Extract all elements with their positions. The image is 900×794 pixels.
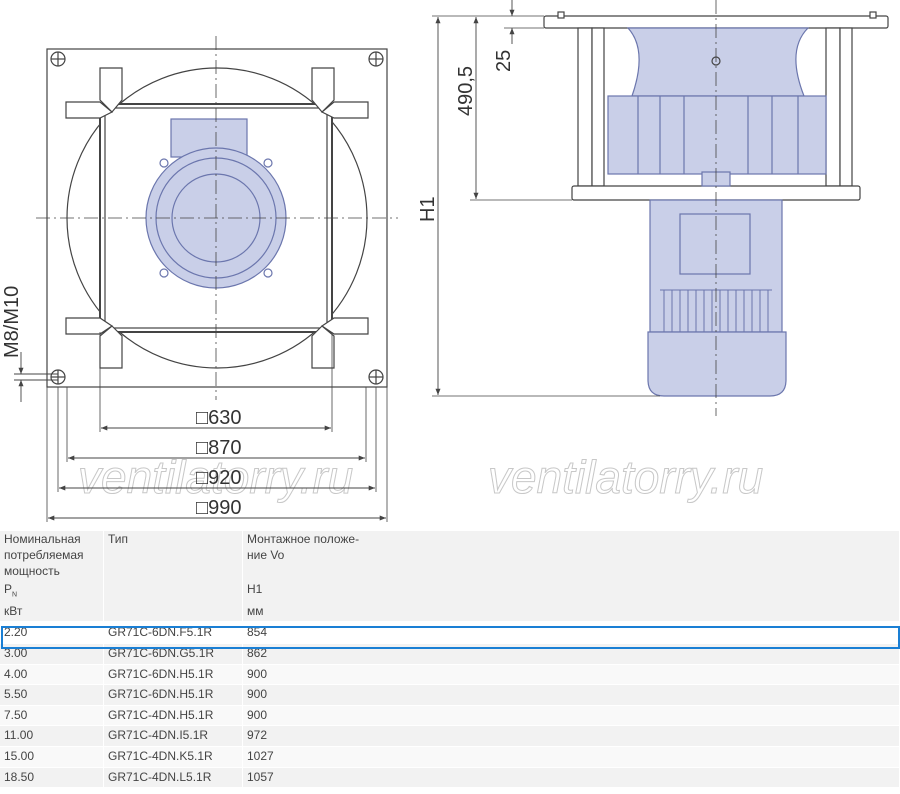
cell-type: GR71C-6DN.G5.1R xyxy=(103,643,243,665)
side-dimension-lines xyxy=(435,0,515,395)
extension-lines xyxy=(46,332,388,522)
cell-type: GR71C-4DN.I5.1R xyxy=(103,725,243,747)
cell-h1: 1027 xyxy=(242,746,900,768)
cell-h1: 1057 xyxy=(242,767,900,789)
dim-h1-label: H1 xyxy=(417,196,439,222)
header-mount: Монтажное положе-ние Vo xyxy=(242,531,900,581)
table-row[interactable]: 15.00 GR71C-4DN.K5.1R 1027 xyxy=(0,746,900,768)
table-row[interactable]: 11.00 GR71C-4DN.I5.1R 972 xyxy=(0,725,900,747)
cell-power: 15.00 xyxy=(0,746,104,768)
dim-920-label: □920 xyxy=(196,467,241,489)
header-symbol-h1: H1 xyxy=(242,581,900,604)
motor-fan-cover xyxy=(647,331,787,397)
cell-type: GR71C-4DN.H5.1R xyxy=(103,705,243,727)
dim-990-label: □990 xyxy=(196,497,241,519)
impeller xyxy=(626,27,810,97)
cell-h1: 900 xyxy=(242,705,900,727)
bolt-dim xyxy=(14,352,58,402)
right-post xyxy=(825,27,841,187)
cell-type: GR71C-6DN.H5.1R xyxy=(103,664,243,686)
technical-drawing: ventilatorry.ru ventilatorry.ru xyxy=(1,0,889,522)
header-type: Тип xyxy=(103,531,243,581)
table-row[interactable]: 2.20 GR71C-6DN.F5.1R 854 xyxy=(0,622,900,644)
table-row[interactable]: 18.50 GR71C-4DN.L5.1R 1057 xyxy=(0,767,900,789)
dim-870-label: □870 xyxy=(196,437,241,459)
dim-490-label: 490,5 xyxy=(455,66,477,116)
cell-power: 3.00 xyxy=(0,643,104,665)
cell-power: 18.50 xyxy=(0,767,104,789)
table-row[interactable]: 3.00 GR71C-6DN.G5.1R 862 xyxy=(0,643,900,665)
cell-h1: 854 xyxy=(242,622,900,644)
cell-power: 7.50 xyxy=(0,705,104,727)
cell-h1: 972 xyxy=(242,725,900,747)
table-header-symbols: PN H1 xyxy=(0,581,900,604)
cell-h1: 900 xyxy=(242,664,900,686)
spec-table: Номинальная потребляемая мощность Тип Мо… xyxy=(0,531,900,789)
cell-type: GR71C-4DN.K5.1R xyxy=(103,746,243,768)
left-post xyxy=(577,27,593,187)
cell-type: GR71C-6DN.H5.1R xyxy=(103,684,243,706)
cell-power: 2.20 xyxy=(0,622,104,644)
brackets xyxy=(65,67,369,369)
cell-type: GR71C-6DN.F5.1R xyxy=(103,622,243,644)
cell-type: GR71C-4DN.L5.1R xyxy=(103,767,243,789)
header-symbol-p: PN xyxy=(0,581,104,604)
cell-power: 11.00 xyxy=(0,725,104,747)
table-header-units: кВт мм xyxy=(0,603,900,624)
cell-h1: 862 xyxy=(242,643,900,665)
cell-power: 5.50 xyxy=(0,684,104,706)
impeller-body xyxy=(607,95,827,175)
front-centerlines xyxy=(36,36,398,400)
watermark-right: ventilatorry.ru xyxy=(488,451,763,503)
cell-h1: 900 xyxy=(242,684,900,706)
table-row[interactable]: 4.00 GR71C-6DN.H5.1R 900 xyxy=(0,664,900,686)
bolt-label: M8/M10 xyxy=(1,286,23,358)
dim-25-label: 25 xyxy=(493,50,515,72)
cell-power: 4.00 xyxy=(0,664,104,686)
table-row[interactable]: 5.50 GR71C-6DN.H5.1R 900 xyxy=(0,684,900,706)
dimension-lines-bottom xyxy=(48,425,386,521)
header-unit-kw: кВт xyxy=(0,603,104,624)
header-power: Номинальная потребляемая мощность xyxy=(0,531,104,581)
table-row[interactable]: 7.50 GR71C-4DN.H5.1R 900 xyxy=(0,705,900,727)
corner-holes xyxy=(50,51,384,385)
table-header-row: Номинальная потребляемая мощность Тип Мо… xyxy=(0,531,900,581)
dim-630-label: □630 xyxy=(196,407,241,429)
header-unit-mm: мм xyxy=(242,603,900,624)
